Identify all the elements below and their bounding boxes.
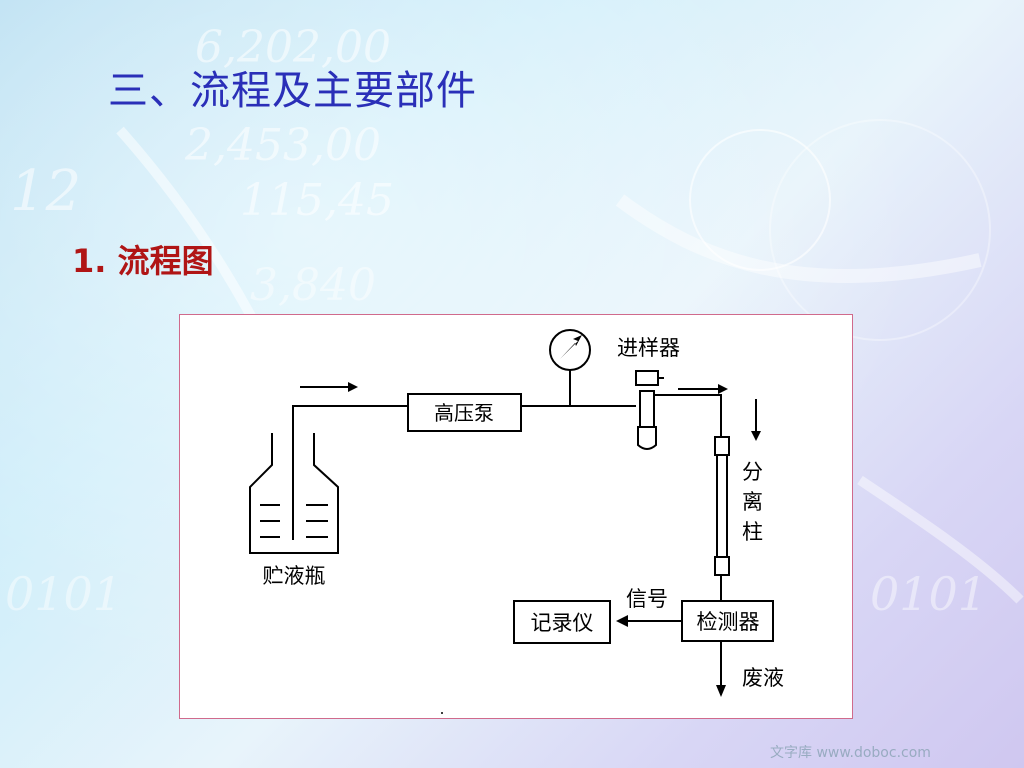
flow-arrowhead-2 [718, 384, 728, 394]
recorder-label: 记录仪 [531, 611, 594, 635]
column-label-1: 分 [742, 460, 763, 484]
watermark: 文字库 www.doboc.com [770, 745, 931, 761]
pump-label: 高压泵 [434, 401, 494, 425]
flow-diagram: 高压泵 进样器 分 离 柱 贮液瓶 信号 记录仪 检测器 废液 [179, 314, 853, 719]
reservoir-label: 贮液瓶 [263, 564, 326, 588]
column-fitting-top [714, 436, 730, 456]
pressure-gauge-icon [549, 329, 591, 371]
recorder-box [513, 600, 611, 644]
injector-top [635, 370, 659, 386]
signal-arrowhead [616, 615, 628, 627]
reservoir-bottle [249, 433, 339, 554]
detector-label: 检测器 [697, 610, 760, 634]
injector-body [639, 390, 655, 428]
inlet-tube [292, 405, 408, 540]
flow-arrowhead-1 [348, 382, 358, 392]
bg-number-6: 0101 [5, 567, 122, 621]
column-label-3: 柱 [742, 520, 763, 544]
column-fitting-bottom [714, 556, 730, 576]
waste-arrowhead [716, 685, 726, 697]
flow-diagram-canvas: 高压泵 进样器 分 离 柱 贮液瓶 信号 记录仪 检测器 废液 [249, 329, 784, 714]
flow-arrowhead-3 [751, 431, 761, 441]
bg-number-1: 6,202,00 [195, 22, 391, 73]
bg-number-2: 2,453,00 [184, 120, 381, 171]
waste-label: 废液 [742, 666, 784, 690]
column-label-2: 离 [742, 490, 763, 514]
bg-number-3: 12 [10, 159, 81, 224]
signal-label: 信号 [626, 587, 668, 611]
gauge-needle [560, 335, 582, 359]
slide-title: 三、流程及主要部件 [108, 68, 477, 114]
pump-box [407, 393, 522, 432]
section-heading: 1. 流程图 [72, 242, 214, 280]
bg-number-5: 3,840 [250, 260, 376, 311]
column-tube [716, 454, 728, 558]
injector-to-column-line [654, 394, 722, 437]
stray-dot [441, 712, 443, 714]
bg-number-4: 115,45 [240, 175, 394, 226]
injector-label: 进样器 [617, 336, 680, 360]
injector-tip [637, 426, 657, 450]
bg-number-7: 0101 [870, 567, 987, 621]
